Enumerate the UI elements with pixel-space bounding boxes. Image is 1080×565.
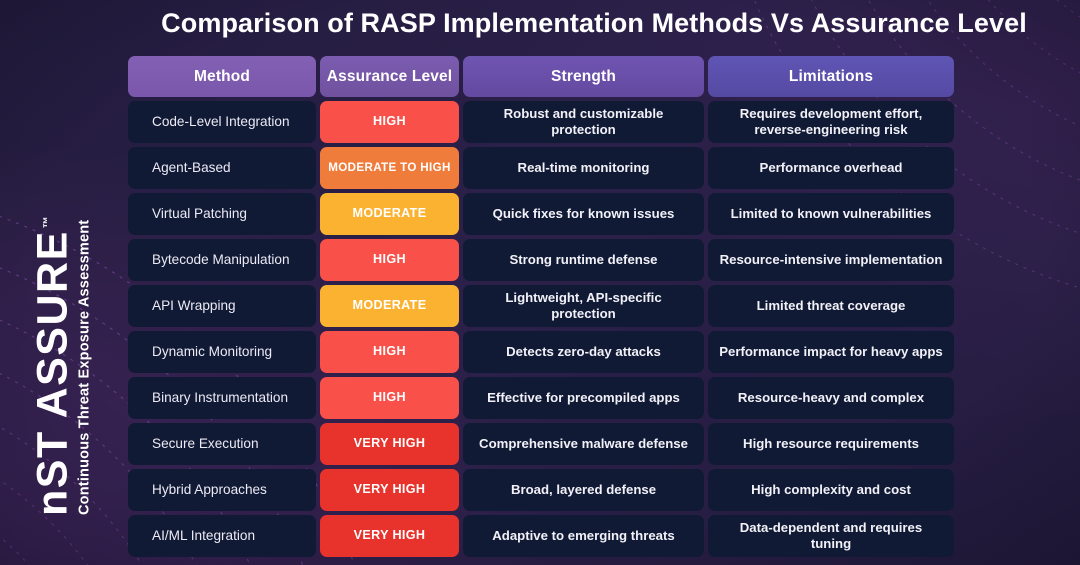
cell-method: Bytecode Manipulation bbox=[128, 239, 316, 281]
cell-assurance-level: VERY HIGH bbox=[320, 469, 459, 511]
cell-method: Secure Execution bbox=[128, 423, 316, 465]
status-badge: VERY HIGH bbox=[320, 469, 459, 511]
cell-limitations: Performance overhead bbox=[708, 147, 954, 189]
cell-method: API Wrapping bbox=[128, 285, 316, 327]
brand-tagline: Continuous Threat Exposure Assessment bbox=[76, 219, 93, 515]
cell-method: Binary Instrumentation bbox=[128, 377, 316, 419]
cell-method: AI/ML Integration bbox=[128, 515, 316, 557]
status-badge: MODERATE bbox=[320, 193, 459, 235]
status-badge: VERY HIGH bbox=[320, 423, 459, 465]
cell-limitations: High complexity and cost bbox=[708, 469, 954, 511]
cell-limitations: Limited threat coverage bbox=[708, 285, 954, 327]
cell-limitations: Data-dependent and requires tuning bbox=[708, 515, 954, 557]
status-badge: HIGH bbox=[320, 377, 459, 419]
cell-assurance-level: VERY HIGH bbox=[320, 515, 459, 557]
brand-name-label: nST ASSURE bbox=[28, 229, 77, 516]
cell-assurance-level: HIGH bbox=[320, 377, 459, 419]
column-header-limitations: Limitations bbox=[708, 56, 954, 97]
column-header-assurance: Assurance Level bbox=[320, 56, 459, 97]
status-badge: HIGH bbox=[320, 101, 459, 143]
cell-strength: Quick fixes for known issues bbox=[463, 193, 704, 235]
status-badge: HIGH bbox=[320, 331, 459, 373]
cell-method: Code-Level Integration bbox=[128, 101, 316, 143]
cell-method: Dynamic Monitoring bbox=[128, 331, 316, 373]
comparison-table: Method Assurance Level Strength Limitati… bbox=[128, 56, 954, 557]
brand-logo-text: nST ASSURE™ bbox=[28, 215, 77, 518]
cell-method: Agent-Based bbox=[128, 147, 316, 189]
cell-strength: Real-time monitoring bbox=[463, 147, 704, 189]
cell-strength: Detects zero-day attacks bbox=[463, 331, 704, 373]
brand-rotor: nST ASSURE™ Continuous Threat Exposure A… bbox=[28, 48, 93, 518]
cell-assurance-level: HIGH bbox=[320, 331, 459, 373]
cell-limitations: Requires development effort, reverse-eng… bbox=[708, 101, 954, 143]
cell-method: Virtual Patching bbox=[128, 193, 316, 235]
cell-limitations: Resource-heavy and complex bbox=[708, 377, 954, 419]
cell-limitations: Resource-intensive implementation bbox=[708, 239, 954, 281]
cell-strength: Robust and customizable protection bbox=[463, 101, 704, 143]
cell-strength: Effective for precompiled apps bbox=[463, 377, 704, 419]
status-badge: MODERATE bbox=[320, 285, 459, 327]
cell-strength: Comprehensive malware defense bbox=[463, 423, 704, 465]
trademark-icon: ™ bbox=[40, 215, 55, 228]
cell-limitations: Limited to known vulnerabilities bbox=[708, 193, 954, 235]
status-badge: MODERATE TO HIGH bbox=[320, 147, 459, 189]
column-header-method: Method bbox=[128, 56, 316, 97]
cell-method: Hybrid Approaches bbox=[128, 469, 316, 511]
cell-strength: Adaptive to emerging threats bbox=[463, 515, 704, 557]
column-header-strength: Strength bbox=[463, 56, 704, 97]
cell-strength: Lightweight, API-specific protection bbox=[463, 285, 704, 327]
page-title: Comparison of RASP Implementation Method… bbox=[161, 8, 1027, 38]
cell-assurance-level: MODERATE bbox=[320, 285, 459, 327]
cell-assurance-level: HIGH bbox=[320, 239, 459, 281]
cell-strength: Broad, layered defense bbox=[463, 469, 704, 511]
cell-assurance-level: HIGH bbox=[320, 101, 459, 143]
status-badge: HIGH bbox=[320, 239, 459, 281]
cell-limitations: Performance impact for heavy apps bbox=[708, 331, 954, 373]
cell-strength: Strong runtime defense bbox=[463, 239, 704, 281]
cell-assurance-level: VERY HIGH bbox=[320, 423, 459, 465]
cell-assurance-level: MODERATE TO HIGH bbox=[320, 147, 459, 189]
brand-rail: nST ASSURE™ Continuous Threat Exposure A… bbox=[0, 0, 124, 565]
table-header-row: Method Assurance Level Strength Limitati… bbox=[128, 56, 954, 97]
cell-limitations: High resource requirements bbox=[708, 423, 954, 465]
cell-assurance-level: MODERATE bbox=[320, 193, 459, 235]
status-badge: VERY HIGH bbox=[320, 515, 459, 557]
